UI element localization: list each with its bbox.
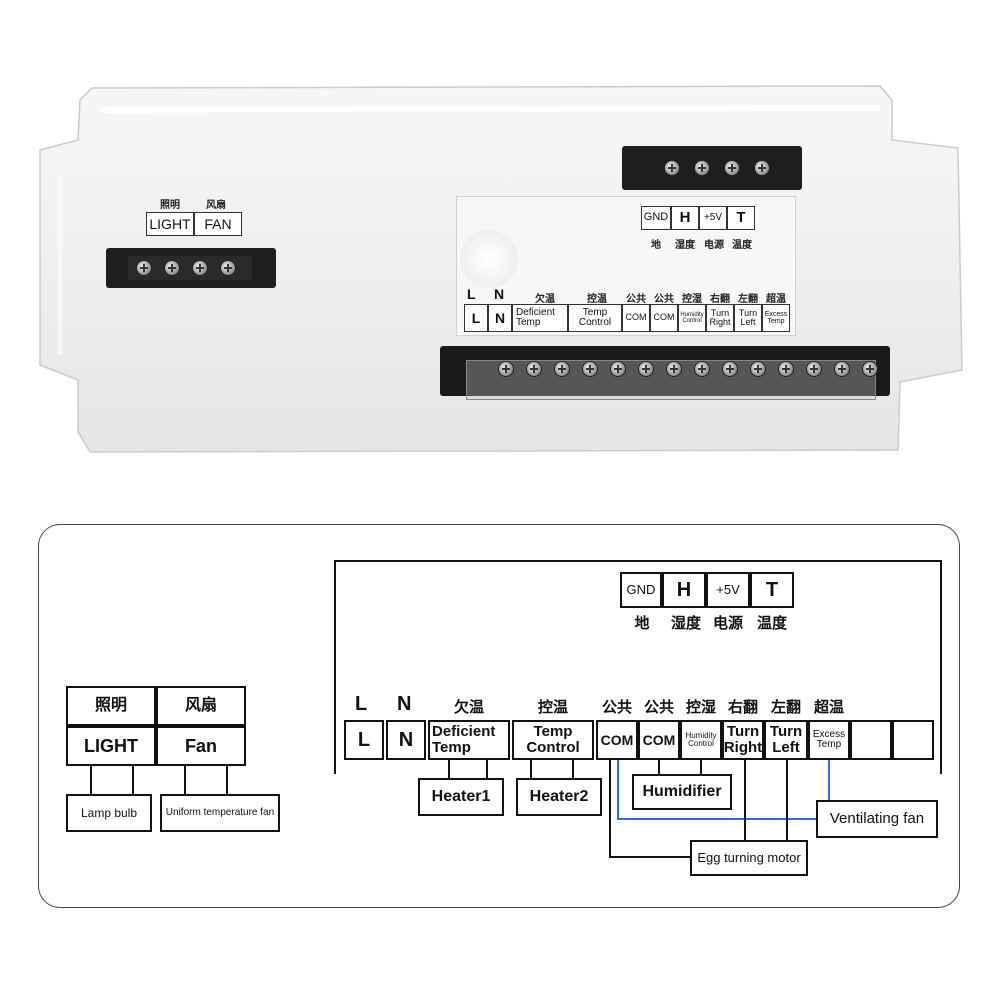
diagram-cn-right: 右翻 xyxy=(727,698,758,716)
sticker-gnd: GND xyxy=(641,206,671,230)
diagram-gnd-cn: 地 xyxy=(634,614,650,632)
sticker-h-cn: 湿度 xyxy=(675,240,695,251)
sticker-cn-deficient: 欠温 xyxy=(535,294,555,305)
sticker-cell-com2: COM xyxy=(650,304,678,332)
light-label: LIGHT xyxy=(146,212,194,236)
sticker-cell-left: Turn Left xyxy=(734,304,762,332)
screw-icon xyxy=(834,361,850,377)
diagram-light-cn: 照明 xyxy=(66,686,156,726)
screw-icon xyxy=(220,260,236,276)
screw-icon xyxy=(136,260,152,276)
diagram-cn-deficient: 欠温 xyxy=(453,698,484,716)
humidifier-box: Humidifier xyxy=(632,774,732,810)
diagram-cell-excess: Excess Temp xyxy=(808,720,850,760)
fan-label: FAN xyxy=(194,212,242,236)
diagram-cn-temp: 控温 xyxy=(537,698,568,716)
diagram-cell-hum: Humidity Control xyxy=(680,720,722,760)
screw-icon xyxy=(498,361,514,377)
diagram-cell-spare2 xyxy=(892,720,934,760)
diagram-cn-left: 左翻 xyxy=(770,698,801,716)
diagram-fan-cn: 风扇 xyxy=(156,686,246,726)
sticker-cn-hum: 控湿 xyxy=(682,294,702,305)
screw-icon xyxy=(610,361,626,377)
sticker-top-n: N xyxy=(494,286,505,302)
screw-icon xyxy=(754,160,770,176)
diagram-cell-com1: COM xyxy=(596,720,638,760)
diagram-h-cn: 湿度 xyxy=(670,614,701,632)
sticker-cell-n: N xyxy=(488,304,512,332)
diagram-t: T xyxy=(750,572,794,608)
sticker-cn-com2: 公共 xyxy=(654,294,674,305)
screw-icon xyxy=(778,361,794,377)
diagram-cn-excess: 超温 xyxy=(813,698,844,716)
screw-icon xyxy=(694,160,710,176)
diagram-5v: +5V xyxy=(706,572,750,608)
sticker-t-cn: 温度 xyxy=(732,240,752,251)
sticker-cell-deficient: Deficient Temp xyxy=(512,304,568,332)
egg-turning-motor-box: Egg turning motor xyxy=(690,840,808,876)
sticker-cn-left: 左翻 xyxy=(738,294,758,305)
sticker-cn-excess: 超温 xyxy=(766,294,786,305)
ventilating-fan-box: Ventilating fan xyxy=(816,800,938,838)
sticker-cn-right: 右翻 xyxy=(710,294,730,305)
diagram-cell-deficient: Deficient Temp xyxy=(428,720,510,760)
diagram-cell-right: Turn Right xyxy=(722,720,764,760)
diagram-gnd: GND xyxy=(620,572,662,608)
diagram-top-n: N xyxy=(397,693,412,715)
diagram-top-l: L xyxy=(355,693,368,715)
diagram-5v-cn: 电源 xyxy=(712,614,743,632)
screw-icon xyxy=(724,160,740,176)
screw-icon xyxy=(694,361,710,377)
sticker-cell-excess: Excess Temp xyxy=(762,304,790,332)
sticker-cell-com1: COM xyxy=(622,304,650,332)
screw-icon xyxy=(806,361,822,377)
diagram-cn-com2: 公共 xyxy=(643,698,674,716)
screw-icon xyxy=(750,361,766,377)
diagram-t-cn: 温度 xyxy=(756,614,787,632)
sticker-5v-cn: 电源 xyxy=(704,240,724,251)
sticker-cn-temp: 控温 xyxy=(587,294,607,305)
diagram-cell-com2: COM xyxy=(638,720,680,760)
sensor-terminal-block xyxy=(622,146,802,190)
diagram-cell-left: Turn Left xyxy=(764,720,808,760)
diagram-cn-com1: 公共 xyxy=(601,698,632,716)
screw-icon xyxy=(666,361,682,377)
sticker-cell-right: Turn Right xyxy=(706,304,734,332)
glue-spot xyxy=(460,230,518,288)
fan-cn: 风扇 xyxy=(206,200,226,211)
screw-icon xyxy=(862,361,878,377)
screw-icon xyxy=(554,361,570,377)
uniform-fan-box: Uniform temperature fan xyxy=(160,794,280,832)
screw-icon xyxy=(164,260,180,276)
light-cn: 照明 xyxy=(160,200,180,211)
diagram-cell-temp: Temp Control xyxy=(512,720,594,760)
diagram-fan-label: Fan xyxy=(156,726,246,766)
sticker-top-l: L xyxy=(467,286,476,302)
sticker-t: T xyxy=(727,206,755,230)
screw-icon xyxy=(526,361,542,377)
screw-icon xyxy=(722,361,738,377)
sticker-5v: +5V xyxy=(699,206,727,230)
diagram-h: H xyxy=(662,572,706,608)
screw-icon xyxy=(582,361,598,377)
sticker-gnd-cn: 地 xyxy=(651,240,661,251)
diagram-light-label: LIGHT xyxy=(66,726,156,766)
lamp-bulb-box: Lamp bulb xyxy=(66,794,152,832)
heater2-box: Heater2 xyxy=(516,778,602,816)
sticker-cell-hum: Humidity Control xyxy=(678,304,706,332)
diagram-cell-n: N xyxy=(386,720,426,760)
screw-icon xyxy=(664,160,680,176)
screw-icon xyxy=(192,260,208,276)
sticker-cn-com1: 公共 xyxy=(626,294,646,305)
sticker-h: H xyxy=(671,206,699,230)
sticker-cell-temp: Temp Control xyxy=(568,304,622,332)
sticker-cell-l: L xyxy=(464,304,488,332)
diagram-cell-l: L xyxy=(344,720,384,760)
diagram-cell-spare1 xyxy=(850,720,892,760)
screw-icon xyxy=(638,361,654,377)
diagram-cn-hum: 控湿 xyxy=(685,698,716,716)
heater1-box: Heater1 xyxy=(418,778,504,816)
